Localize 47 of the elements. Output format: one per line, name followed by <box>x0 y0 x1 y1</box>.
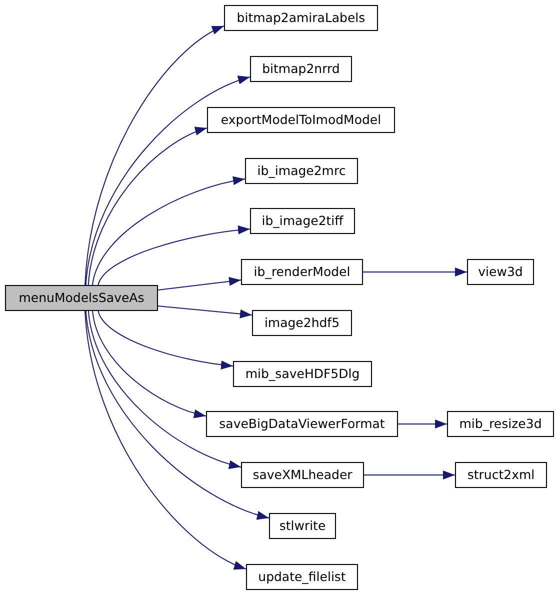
arrow <box>398 420 448 428</box>
function-box <box>252 310 352 336</box>
arrow <box>98 226 250 286</box>
function-name: ib_image2tiff <box>262 214 344 228</box>
function-name: bitmap2amiraLabels <box>236 12 366 24</box>
arrow <box>362 268 468 276</box>
function-box <box>455 462 547 488</box>
function-box <box>250 208 355 234</box>
function-box <box>241 462 364 488</box>
arrow <box>158 276 242 290</box>
function-box <box>447 411 554 437</box>
function-box <box>5 285 158 311</box>
function-box <box>246 564 358 590</box>
function-name: mib_saveHDF5Dlg <box>245 368 360 380</box>
arrow <box>364 470 456 480</box>
function-name: stlwrite <box>279 520 326 532</box>
function-name: view3d <box>478 266 523 278</box>
arrow <box>92 310 206 418</box>
function-name: saveXMLheader <box>252 468 352 482</box>
function-name: image2hdf5 <box>264 316 340 330</box>
function-box <box>207 107 395 133</box>
function-name: saveBigDataViewerFormat <box>219 418 385 430</box>
function-name: exportModelToImodModel <box>220 114 382 126</box>
function-box <box>206 411 398 437</box>
function-name: mib_resize3d <box>459 418 542 430</box>
function-name: struct2xml <box>467 468 535 482</box>
function-name: menuModelsSaveAs <box>18 292 144 304</box>
arrow <box>88 128 208 286</box>
arrow <box>92 176 246 286</box>
arrow <box>84 310 246 570</box>
function-name: bitmap2nrrd <box>262 62 340 76</box>
function-box <box>241 259 363 285</box>
function-box <box>269 513 336 539</box>
function-box <box>245 158 358 184</box>
function-box <box>233 361 372 387</box>
function-box <box>224 5 378 31</box>
arrow <box>84 26 224 286</box>
arrow <box>85 76 250 286</box>
function-name: update_filelist <box>258 570 346 584</box>
function-box <box>467 259 534 285</box>
function-name: ib_renderModel <box>254 266 350 278</box>
arrow <box>98 310 234 370</box>
function-box <box>250 56 352 82</box>
arrow <box>85 310 270 519</box>
arrow <box>88 310 242 468</box>
function-name: ib_image2mrc <box>257 164 346 178</box>
arrow <box>158 306 252 318</box>
